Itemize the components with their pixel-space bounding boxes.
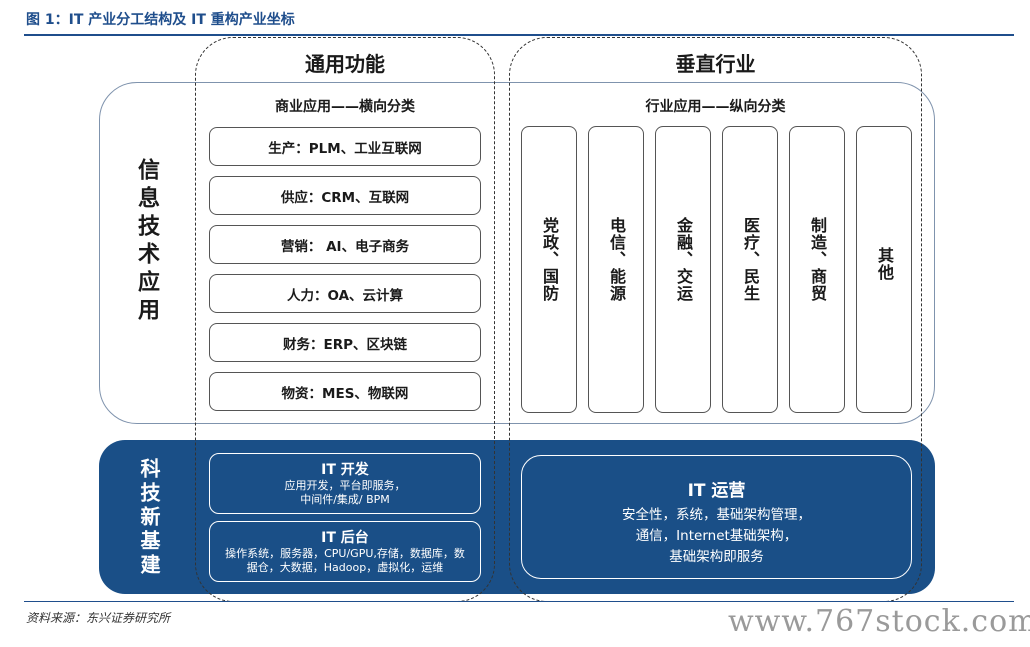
figure-title: 图 1：IT 产业分工结构及 IT 重构产业坐标 [26, 12, 295, 28]
biz-item-hr: 人力：OA、云计算 [209, 274, 481, 313]
it-ops-line: 基础架构即服务 [669, 549, 764, 565]
industry-col-government: 党政、国防 [521, 126, 577, 413]
biz-item-materials: 物资：MES、物联网 [209, 372, 481, 411]
general-function-heading: 通用功能 [305, 52, 385, 76]
it-dev-title: IT 开发 [321, 462, 369, 478]
tech-infra-label: 科技新基建 [137, 458, 161, 578]
it-dev-card: IT 开发 应用开发，平台即服务， 中间件/集成/ BPM [209, 453, 481, 514]
biz-item-production: 生产：PLM、工业互联网 [209, 127, 481, 166]
industry-label: 制造、商贸 [808, 217, 827, 302]
it-ops-line: 安全性，系统，基础架构管理， [622, 507, 811, 523]
industry-col-finance: 金融、交运 [655, 126, 711, 413]
industry-col-telecom: 电信、能源 [588, 126, 644, 413]
industry-columns: 党政、国防 电信、能源 金融、交运 医疗、民生 制造、商贸 其他 [521, 126, 912, 413]
vertical-industry-heading: 垂直行业 [675, 52, 756, 76]
industry-label: 医疗、民生 [741, 217, 760, 302]
it-ops-title: IT 运营 [687, 481, 746, 501]
info-tech-app-label: 信息技术应用 [134, 158, 159, 326]
business-app-list: 生产：PLM、工业互联网 供应：CRM、互联网 营销： AI、电子商务 人力：O… [209, 127, 481, 421]
biz-item-supply: 供应：CRM、互联网 [209, 176, 481, 215]
it-ops-card: IT 运营 安全性，系统，基础架构管理， 通信，Internet基础架构， 基础… [521, 455, 912, 579]
source-note: 资料来源：东兴证券研究所 [26, 611, 171, 625]
industry-label: 党政、国防 [540, 217, 559, 302]
general-subheading: 商业应用——横向分类 [275, 99, 415, 115]
it-backend-line: 操作系统，服务器，CPU/GPU,存储，数据库，数 [225, 547, 465, 560]
it-ops-line: 通信，Internet基础架构， [635, 528, 798, 544]
it-backend-line: 据仓，大数据，Hadoop，虚拟化，运维 [246, 561, 444, 574]
it-backend-title: IT 后台 [321, 530, 369, 546]
vertical-industry-dashed-frame [509, 37, 922, 602]
industry-col-other: 其他 [856, 126, 912, 413]
top-rule [24, 34, 1014, 36]
general-function-dashed-frame [195, 37, 495, 602]
biz-item-marketing: 营销： AI、电子商务 [209, 225, 481, 264]
bottom-rule [24, 601, 1014, 602]
it-backend-card: IT 后台 操作系统，服务器，CPU/GPU,存储，数据库，数 据仓，大数据，H… [209, 521, 481, 582]
industry-label: 电信、能源 [607, 217, 626, 302]
industry-col-medical: 医疗、民生 [722, 126, 778, 413]
it-dev-line: 应用开发，平台即服务， [284, 479, 406, 492]
info-tech-app-region [99, 82, 935, 424]
biz-item-finance: 财务：ERP、区块链 [209, 323, 481, 362]
it-dev-line: 中间件/集成/ BPM [300, 493, 390, 506]
industry-col-manufacturing: 制造、商贸 [789, 126, 845, 413]
industry-label: 其他 [875, 247, 894, 281]
vertical-subheading: 行业应用——纵向分类 [645, 99, 786, 115]
industry-label: 金融、交运 [674, 217, 693, 302]
watermark: www.767stock.com [728, 604, 1030, 639]
